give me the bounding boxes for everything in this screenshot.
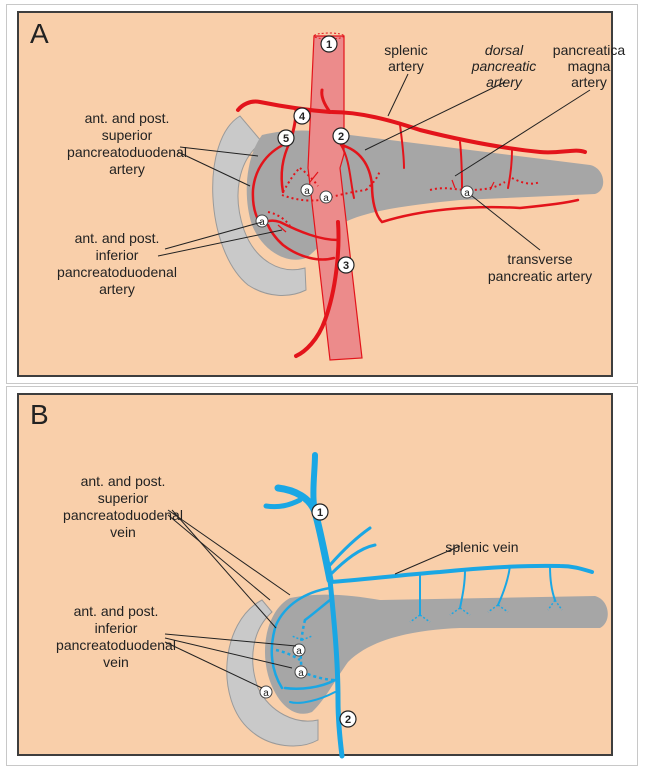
splenic-vein xyxy=(330,566,592,582)
svg-text:superior: superior xyxy=(102,127,153,143)
svg-text:a: a xyxy=(464,188,470,199)
svg-text:artery: artery xyxy=(388,58,424,74)
panel-a-drawing: a a a a 1 2 3 4 5 xyxy=(57,33,625,360)
svg-text:pancreatic: pancreatic xyxy=(471,58,537,74)
svg-text:superior: superior xyxy=(98,490,149,506)
dorsal-pancreatic-artery-label: dorsal xyxy=(485,42,524,58)
svg-text:vein: vein xyxy=(103,654,129,670)
transverse-pancreatic-artery-label: transverse xyxy=(507,251,573,267)
svg-text:2: 2 xyxy=(338,131,344,143)
svg-text:a: a xyxy=(323,193,329,204)
svg-text:4: 4 xyxy=(299,111,306,123)
inferior-pd-vein-label: ant. and post. xyxy=(74,603,159,619)
svg-text:vein: vein xyxy=(110,524,136,540)
magna-artery-label: pancreatica xyxy=(553,42,626,58)
svg-text:magna: magna xyxy=(568,58,611,74)
svg-text:a: a xyxy=(296,646,302,657)
svg-text:pancreatoduodenal: pancreatoduodenal xyxy=(67,144,187,160)
svg-text:inferior: inferior xyxy=(96,247,139,263)
svg-text:pancreatoduodenal: pancreatoduodenal xyxy=(56,637,176,653)
svg-text:3: 3 xyxy=(343,260,349,272)
superior-pd-vein-label: ant. and post. xyxy=(81,473,166,489)
svg-text:1: 1 xyxy=(326,39,332,51)
svg-text:1: 1 xyxy=(317,507,323,519)
svg-text:pancreatoduodenal: pancreatoduodenal xyxy=(63,507,183,523)
panel-b-drawing: a a a 1 2 splenic vein ant. and post. su… xyxy=(56,455,608,756)
splenic-artery-label: splenic xyxy=(384,42,428,58)
svg-text:5: 5 xyxy=(283,133,289,145)
svg-text:inferior: inferior xyxy=(95,620,138,636)
svg-text:artery: artery xyxy=(99,281,135,297)
svg-text:2: 2 xyxy=(345,714,351,726)
svg-text:a: a xyxy=(304,186,310,197)
svg-text:a: a xyxy=(263,688,269,699)
splenic-vein-label: splenic vein xyxy=(445,539,518,555)
svg-text:a: a xyxy=(298,668,304,679)
svg-text:artery: artery xyxy=(486,74,523,90)
svg-text:artery: artery xyxy=(571,74,607,90)
svg-text:artery: artery xyxy=(109,161,145,177)
portal-vein xyxy=(278,488,330,580)
superior-pd-artery-label: ant. and post. xyxy=(85,110,170,126)
pancreas-a xyxy=(247,130,603,259)
svg-text:pancreatoduodenal: pancreatoduodenal xyxy=(57,264,177,280)
svg-text:pancreatic artery: pancreatic artery xyxy=(488,268,592,284)
inferior-pd-artery-label: ant. and post. xyxy=(75,230,160,246)
